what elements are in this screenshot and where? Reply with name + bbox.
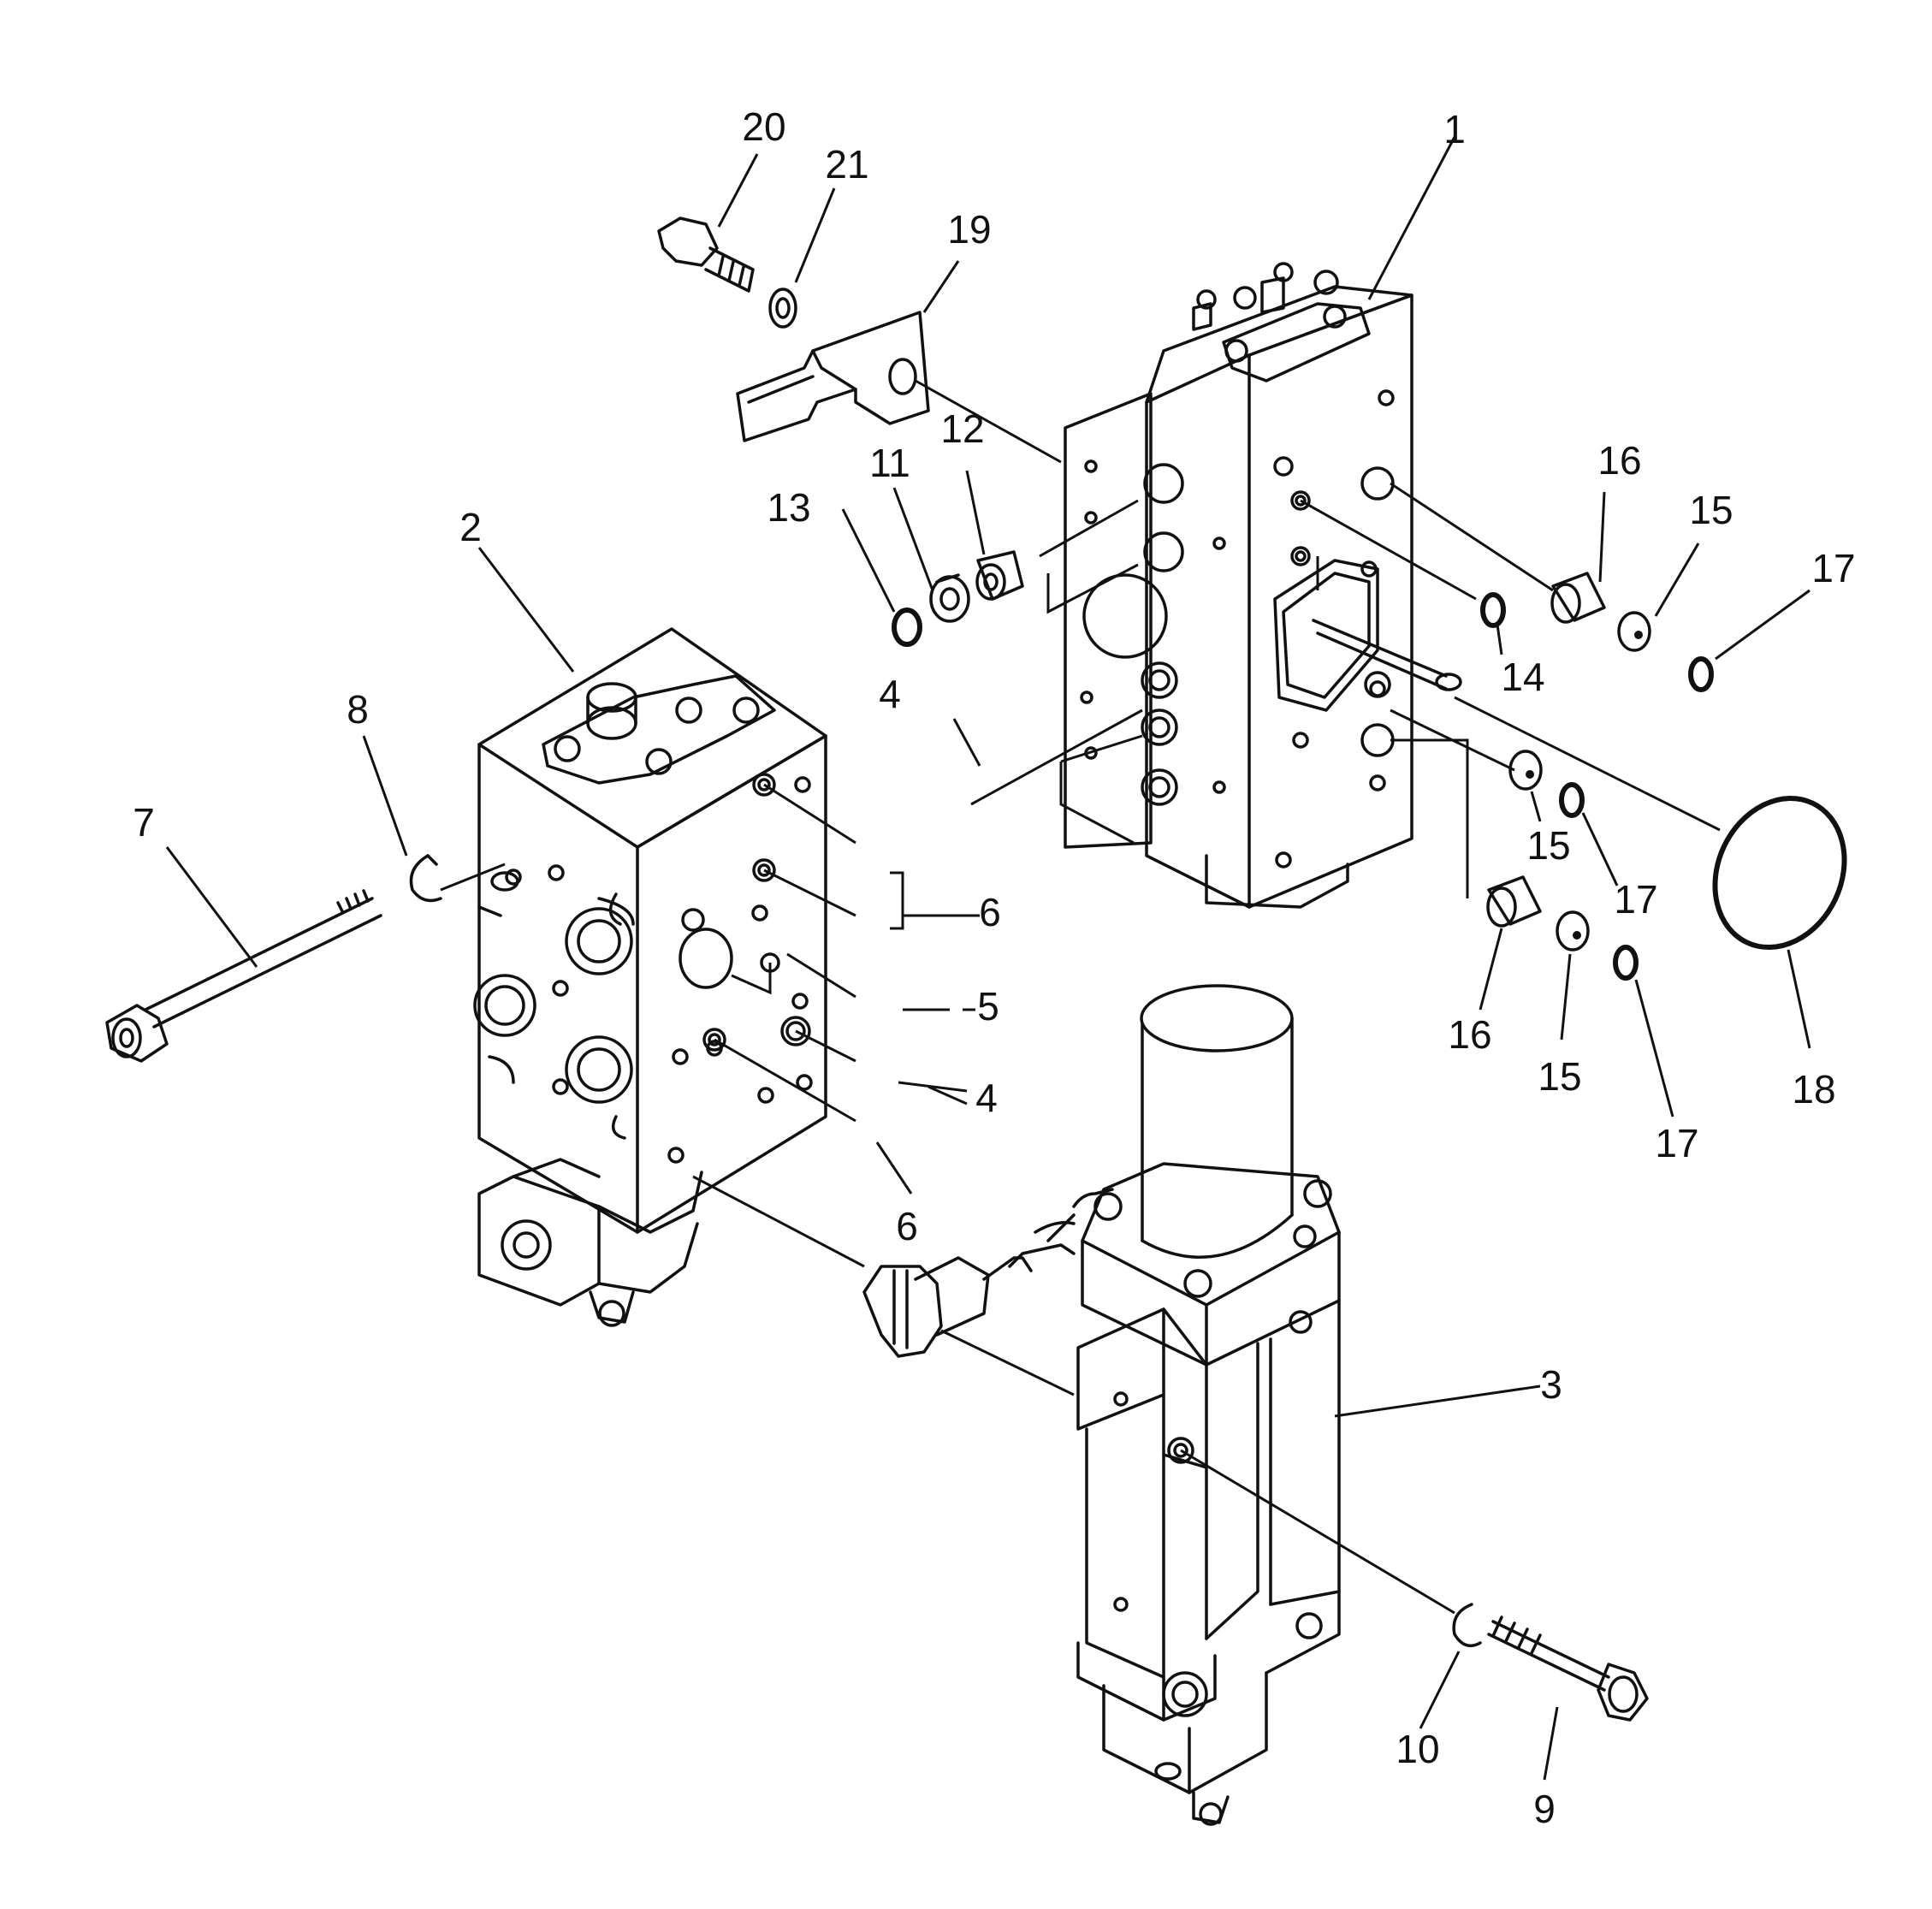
- callout-11: 11: [869, 441, 910, 485]
- long-bolt-7: [105, 889, 382, 1063]
- solenoid-valve-3: [862, 984, 1341, 1826]
- callout-15-lower: 15: [1538, 1054, 1581, 1099]
- callout-6-upper: 6: [979, 890, 1001, 934]
- bolt-20: [657, 216, 755, 293]
- washer-21: [768, 288, 797, 329]
- plug-16-upper: [1550, 572, 1606, 624]
- callout-15-middle: 15: [1526, 823, 1570, 868]
- callout-20: 20: [742, 104, 785, 149]
- callout-4-lower: 4: [975, 1076, 998, 1120]
- callout-19: 19: [947, 207, 991, 252]
- callout-17-upper: 17: [1811, 546, 1855, 590]
- callout-9: 9: [1533, 1787, 1556, 1831]
- callout-5: 5: [977, 984, 999, 1029]
- bracket-19: [736, 311, 930, 442]
- assembly-lines: [440, 379, 1721, 1615]
- callout-labels: 1 2 3 4 4 5 6 6 7 8 9 10 11 12 13 14 15 …: [133, 104, 1855, 1831]
- callout-leaders: [165, 136, 1811, 1781]
- callout-6-lower: 6: [896, 1204, 918, 1248]
- callout-12: 12: [940, 406, 984, 451]
- o-ring-17-middle: [1559, 782, 1585, 818]
- callout-1: 1: [1443, 107, 1466, 151]
- bolt-9: [1487, 1616, 1649, 1722]
- callout-17-middle: 17: [1614, 877, 1657, 922]
- snap-ring-10: [1452, 1603, 1482, 1648]
- o-ring-13: [892, 608, 922, 647]
- o-ring-17-lower: [1613, 945, 1639, 981]
- callout-17-lower: 17: [1655, 1121, 1698, 1165]
- plug-15-upper: [1617, 611, 1651, 652]
- callout-16-upper: 16: [1597, 438, 1641, 483]
- callout-8: 8: [347, 687, 369, 732]
- plug-16-lower: [1486, 875, 1542, 928]
- plug-15-lower: [1556, 910, 1590, 952]
- callout-15-upper: 15: [1689, 488, 1733, 532]
- o-ring-17-upper: [1688, 656, 1714, 692]
- o-ring-14: [1480, 592, 1506, 628]
- callout-7: 7: [133, 800, 155, 845]
- callout-21: 21: [825, 142, 868, 187]
- callout-4-upper: 4: [879, 672, 901, 716]
- seal-11: [929, 573, 970, 623]
- valve-block-2: [473, 627, 827, 1327]
- snap-ring-8: [409, 854, 442, 903]
- plug-12: [975, 550, 1024, 601]
- callout-16-lower: 16: [1448, 1012, 1491, 1057]
- valve-block-1: [1064, 262, 1462, 909]
- callout-3: 3: [1540, 1362, 1562, 1407]
- callout-18: 18: [1792, 1067, 1835, 1112]
- callout-14: 14: [1501, 655, 1544, 699]
- callout-10: 10: [1396, 1727, 1439, 1771]
- plug-15-middle: [1508, 750, 1543, 791]
- large-o-ring-18: [1712, 795, 1847, 951]
- callout-2: 2: [459, 505, 482, 549]
- callout-13: 13: [767, 485, 810, 530]
